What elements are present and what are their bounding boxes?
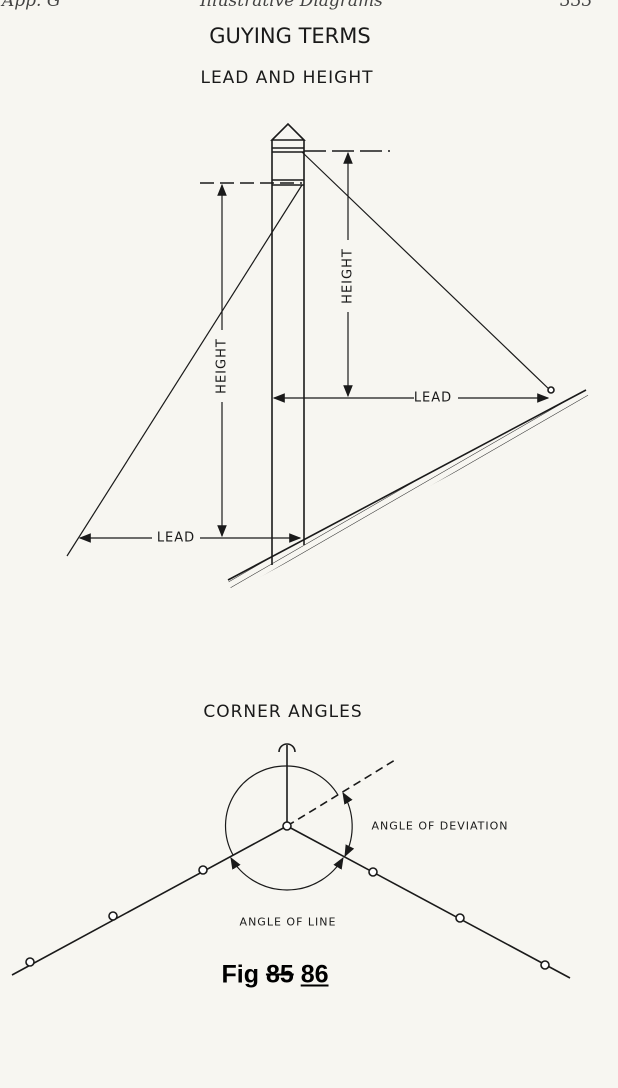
- header-chapter: App. G: [2, 0, 61, 11]
- deviation-arc: [342, 791, 355, 858]
- pole: [270, 122, 306, 565]
- header-page: 333: [560, 0, 593, 11]
- height-label-left: HEIGHT: [214, 338, 230, 394]
- diagram-subtitle: LEAD AND HEIGHT: [200, 68, 374, 88]
- ground-slope: [228, 390, 590, 592]
- height-label-right: HEIGHT: [340, 248, 356, 304]
- lead-label-left: LEAD: [156, 530, 196, 546]
- figure-struck-number: 85: [265, 960, 294, 989]
- line-angle-label: ANGLE OF LINE: [239, 915, 337, 929]
- corner-title: CORNER ANGLES: [203, 702, 363, 722]
- guy-wire-left: [66, 184, 303, 557]
- line-angle-arc: [230, 856, 344, 891]
- figure-prefix: Fig: [221, 960, 259, 989]
- figure-caption: Fig 85 86: [221, 961, 328, 990]
- corner-angles-diagram: [11, 743, 571, 979]
- lead-label-right: LEAD: [413, 390, 453, 406]
- header-title: Illustrative Diagrams: [200, 0, 383, 11]
- deviation-label: ANGLE OF DEVIATION: [371, 819, 509, 833]
- diagram-title: GUYING TERMS: [209, 24, 371, 48]
- figure-number: 86: [300, 960, 329, 989]
